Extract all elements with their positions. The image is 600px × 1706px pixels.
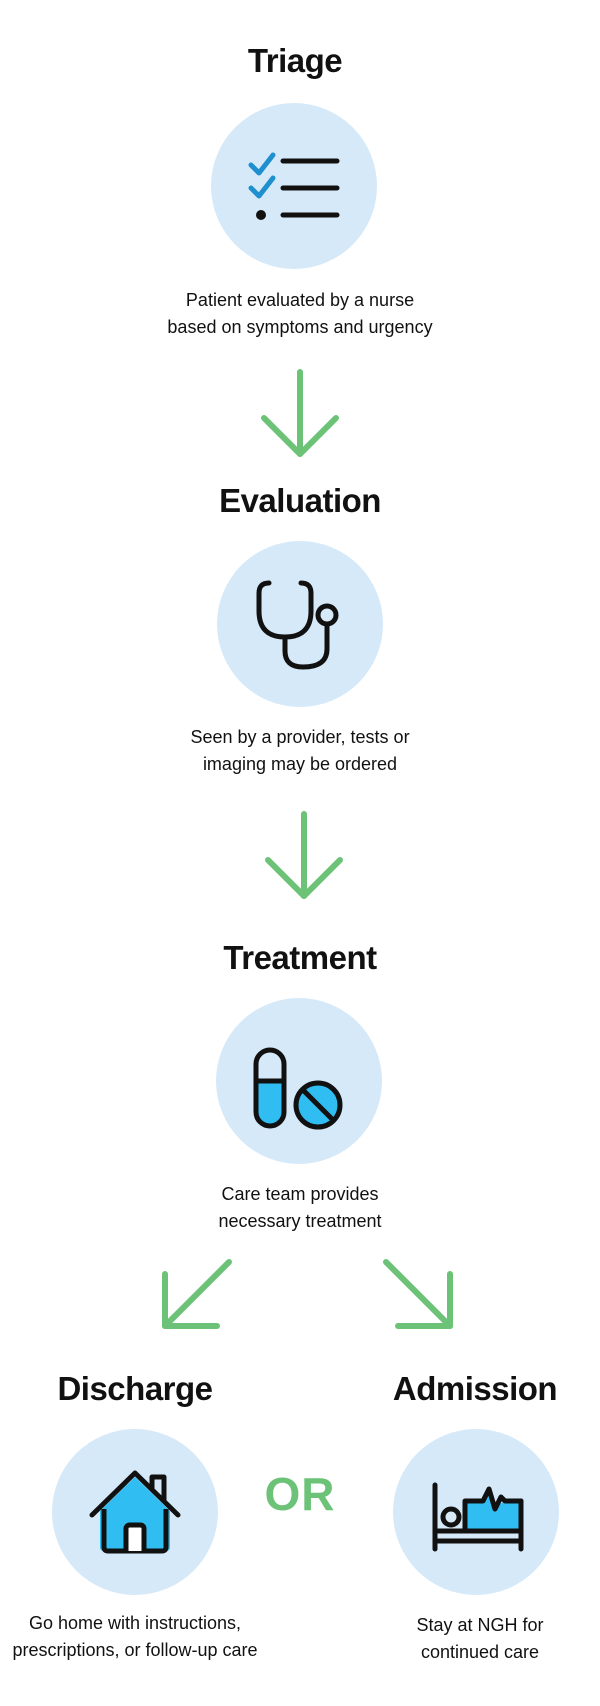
admission-description: Stay at NGH for continued care [370, 1612, 590, 1666]
triage-title: Triage [247, 42, 343, 79]
house-icon [89, 1470, 181, 1554]
down-left-arrow [162, 1259, 232, 1329]
discharge-description-line1: Go home with instructions, [28, 1613, 242, 1633]
treatment-description: Care team provides necessary treatment [100, 1181, 500, 1235]
treatment-circle [216, 998, 382, 1164]
triage-description-line2: based on symptoms and urgency [167, 317, 433, 337]
evaluation-description-line2: imaging may be ordered [202, 754, 398, 774]
evaluation-description-line1: Seen by a provider, tests or [190, 727, 410, 747]
treatment-description-line2: necessary treatment [218, 1211, 382, 1231]
evaluation-description: Seen by a provider, tests or imaging may… [100, 724, 500, 778]
discharge-circle [52, 1429, 218, 1595]
evaluation-title: Evaluation [219, 482, 381, 519]
admission-description-line1: Stay at NGH for [416, 1615, 544, 1635]
admission-title: Admission [392, 1370, 558, 1407]
stethoscope-icon [256, 580, 339, 670]
admission-description-line2: continued care [420, 1642, 540, 1662]
treatment-title: Treatment [223, 939, 377, 976]
down-arrow-1 [261, 369, 339, 457]
triage-description-line1: Patient evaluated by a nurse [185, 290, 415, 310]
discharge-description-line2: prescriptions, or follow-up care [12, 1640, 258, 1660]
treatment-description-line1: Care team provides [221, 1184, 379, 1204]
checklist-icon [248, 152, 340, 220]
or-label: OR [264, 1468, 336, 1520]
admission-circle [393, 1429, 559, 1595]
triage-description: Patient evaluated by a nurse based on sy… [100, 287, 500, 341]
down-arrow-2 [265, 811, 343, 899]
hospital-bed-icon [432, 1482, 524, 1552]
discharge-description: Go home with instructions, prescriptions… [0, 1610, 270, 1664]
down-right-arrow [383, 1259, 453, 1329]
pills-icon [253, 1047, 343, 1130]
evaluation-circle [217, 541, 383, 707]
discharge-title: Discharge [57, 1370, 213, 1407]
triage-circle [211, 103, 377, 269]
